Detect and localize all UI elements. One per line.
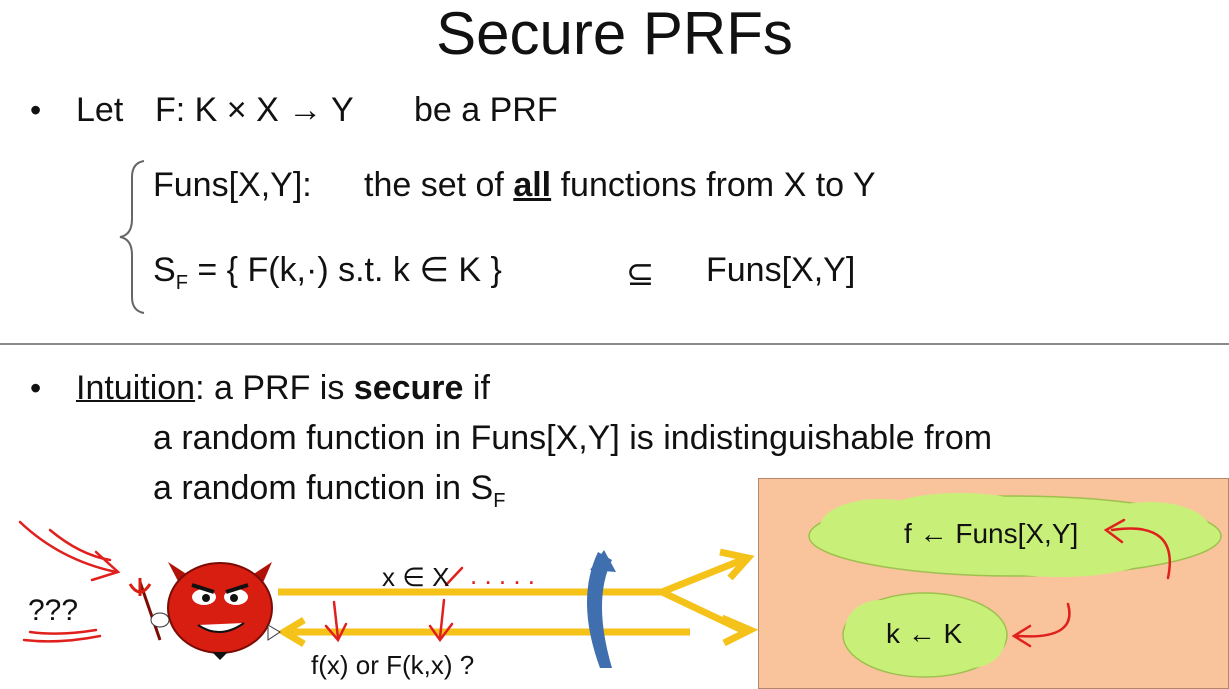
adversary-devil-icon bbox=[128, 562, 281, 660]
subset-symbol: ⊆ bbox=[626, 255, 655, 293]
cloud-bottom bbox=[842, 592, 1008, 678]
switch-arc-icon bbox=[586, 552, 612, 668]
answer-label: f(x) or F(k,x) ? bbox=[311, 650, 475, 680]
funs-description: the set of all functions from X to Y bbox=[364, 165, 876, 205]
bullet-1-dot: • bbox=[30, 92, 42, 128]
cloud-top bbox=[808, 493, 1222, 577]
secure-word: secure bbox=[353, 369, 464, 407]
sf-subscript: F bbox=[175, 272, 188, 294]
left-brace bbox=[119, 160, 145, 314]
intuition-line-3-sub: F bbox=[493, 490, 506, 512]
sf-expression: = { F(k,·) s.t. k ∈ K } bbox=[197, 251, 502, 289]
sf-funs: Funs[X,Y] bbox=[706, 251, 856, 289]
intuition-label: Intuition bbox=[76, 369, 196, 407]
if-word: if bbox=[472, 369, 490, 407]
slide-title: Secure PRFs bbox=[436, 0, 793, 67]
funs-text-pre: the set of bbox=[364, 166, 504, 204]
adversary-question: ??? bbox=[28, 594, 79, 627]
cloud-top-label: f ← Funs[X,Y] bbox=[904, 518, 1079, 549]
sf-symbol: S bbox=[153, 251, 176, 289]
funs-text-all: all bbox=[513, 166, 552, 204]
section-divider bbox=[0, 343, 1229, 345]
prf-definition: F: K × X → Y bbox=[155, 91, 354, 129]
intuition-line-3-text: a random function in S bbox=[153, 469, 494, 507]
intuition-line-2: a random function in Funs[X,Y] is indist… bbox=[153, 419, 993, 457]
funs-text-post: functions from X to Y bbox=[560, 166, 876, 204]
bullet-2-dot: • bbox=[30, 370, 42, 406]
intuition-colon: : a PRF is bbox=[195, 369, 345, 407]
sf-definition: SF = { F(k,·) s.t. k ∈ K } bbox=[153, 250, 502, 303]
bullet-1-tail: be a PRF bbox=[414, 91, 558, 129]
bullet-1-let: Let bbox=[76, 91, 124, 129]
cloud-bottom-label: k ← K bbox=[886, 618, 963, 649]
red-annotations bbox=[18, 518, 1171, 648]
query-dots: . . . . . bbox=[470, 560, 536, 590]
intuition-line: Intuition: a PRF is secure if bbox=[76, 368, 490, 408]
funs-label: Funs[X,Y]: bbox=[153, 166, 312, 204]
query-label: x ∈ X bbox=[382, 562, 450, 592]
answer-arrow bbox=[277, 616, 690, 648]
intuition-line-3: a random function in SF bbox=[153, 468, 505, 521]
